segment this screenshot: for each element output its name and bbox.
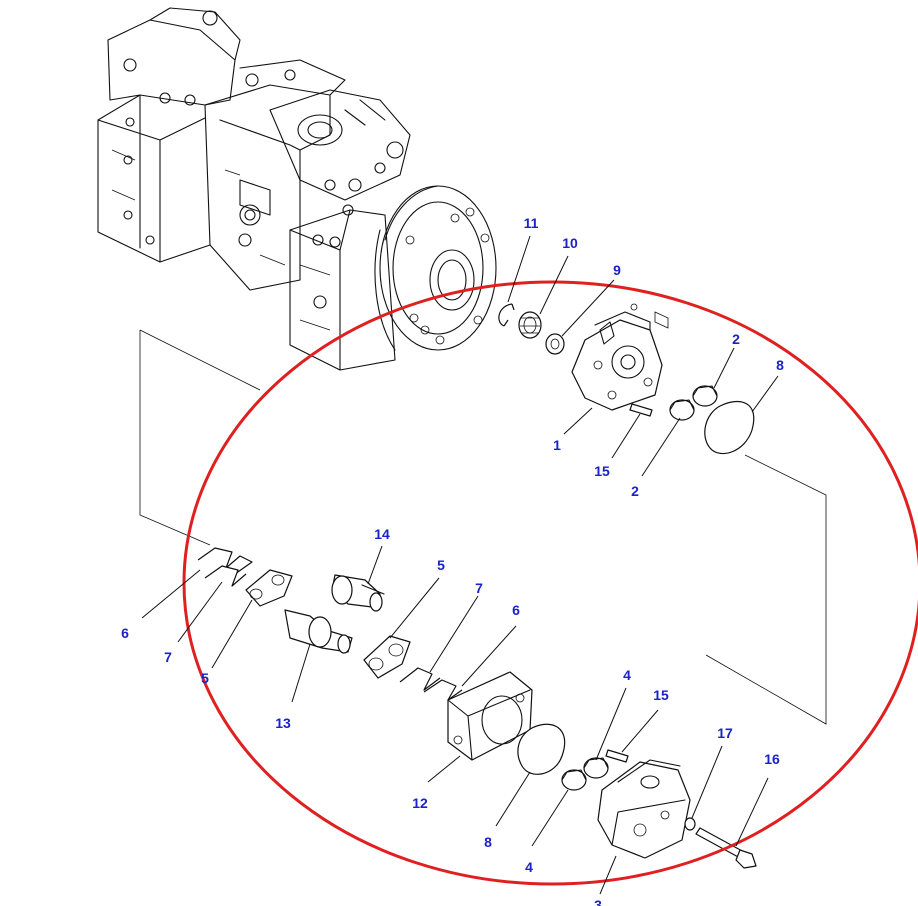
callout-labels: 11 10 9 2 8 1 15 2 14 5 7 6 6 7 5 13 12 8 4 15 17 16 4 3 — [121, 215, 784, 906]
part-2-bushings-upper — [669, 385, 718, 421]
callout-8: 8 — [776, 357, 784, 373]
callout-4: 4 — [525, 859, 533, 875]
callout-4: 4 — [623, 667, 631, 683]
callout-10: 10 — [562, 235, 578, 251]
callout-2: 2 — [732, 331, 740, 347]
callout-6: 6 — [512, 602, 520, 618]
part-17-washer — [684, 817, 696, 831]
callout-13: 13 — [275, 715, 291, 731]
part-1-front-cover — [571, 303, 669, 411]
part-10-bearing — [518, 311, 542, 339]
callout-17: 17 — [717, 725, 733, 741]
part-16-bolt — [695, 827, 757, 869]
callout-9: 9 — [613, 262, 621, 278]
part-4-bushings-lower — [561, 757, 609, 791]
highlight-ellipse — [182, 280, 918, 886]
callout-15: 15 — [653, 687, 669, 703]
callout-6: 6 — [121, 625, 129, 641]
reference-frame-lines — [139, 329, 827, 725]
callout-11: 11 — [524, 215, 539, 231]
part-3-rear-cover — [597, 759, 691, 859]
callout-14: 14 — [374, 526, 390, 542]
callout-7: 7 — [475, 580, 483, 596]
leader-lines — [141, 235, 779, 895]
part-7-clip-center — [399, 667, 441, 691]
part-15-pin-lower — [605, 749, 629, 763]
callout-2: 2 — [631, 483, 639, 499]
part-6-clip-center — [423, 679, 463, 701]
part-8-seal-lower — [517, 723, 566, 775]
callout-3: 3 — [594, 897, 602, 906]
callout-16: 16 — [764, 751, 780, 767]
part-7-clip-left — [204, 565, 247, 587]
part-14-drive-gear — [331, 574, 385, 612]
callout-8: 8 — [484, 834, 492, 850]
callout-5: 5 — [437, 557, 445, 573]
callout-12: 12 — [412, 795, 428, 811]
part-15-pin-upper — [629, 403, 653, 417]
part-11-snap-ring — [498, 303, 515, 327]
callout-7: 7 — [164, 649, 172, 665]
callout-15: 15 — [594, 463, 610, 479]
part-13-driven-gear — [284, 609, 353, 654]
part-9-washer — [545, 333, 565, 355]
part-5-side-plate-left — [245, 569, 293, 607]
part-5-side-plate-center — [363, 635, 411, 679]
callout-1: 1 — [553, 437, 561, 453]
part-12-gear-body — [447, 671, 533, 761]
part-8-seal-upper — [704, 400, 755, 455]
callout-5: 5 — [201, 670, 209, 686]
main-pump-assembly — [97, 7, 497, 371]
